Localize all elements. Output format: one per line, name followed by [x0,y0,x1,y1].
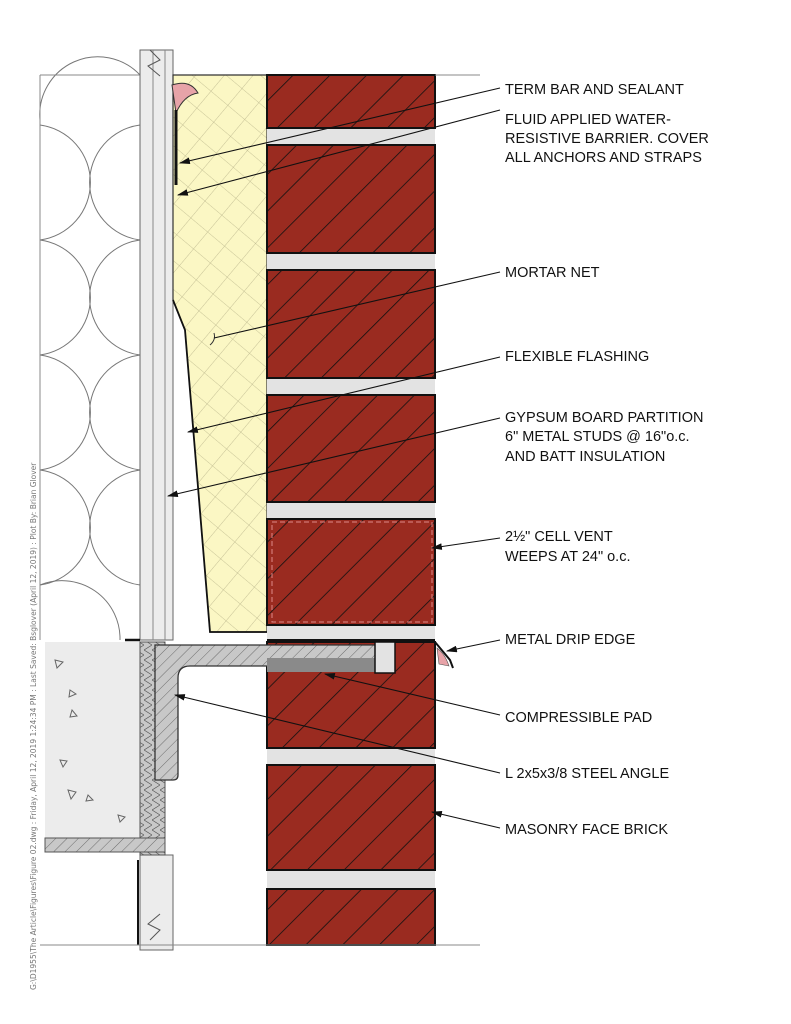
plot-stamp: G:\D1955\The Article\Figures\Figure 02.d… [29,462,38,990]
label-mortar-net: MORTAR NET [505,265,600,281]
mortar-net [209,332,215,346]
label-water-resistive-barrier: FLUID APPLIED WATER- RESISTIVE BARRIER. … [505,112,713,166]
gypsum-wall [125,49,174,951]
label-compressible-pad: COMPRESSIBLE PAD [505,710,652,726]
label-face-brick: MASONRY FACE BRICK [505,822,668,838]
cell-vent-weep [271,521,433,623]
leader-lines [166,87,501,829]
masonry-face-brick [40,74,480,946]
label-term-bar: TERM BAR AND SEALANT [505,82,684,98]
compressible-pad [267,658,375,672]
term-bar-and-sealant [171,82,199,185]
label-steel-angle: L 2x5x3/8 STEEL ANGLE [505,766,669,782]
label-drip-edge: METAL DRIP EDGE [505,632,636,648]
concrete-slab [44,641,166,856]
label-gypsum-board: GYPSUM BOARD PARTITION 6" METAL STUDS @ … [505,410,708,465]
label-cell-vent: 2½" CELL VENT WEEPS AT 24" o.c. [505,529,631,565]
label-flexible-flashing: FLEXIBLE FLASHING [505,349,649,365]
metal-drip-edge [434,641,454,669]
batt-insulation [39,56,141,641]
